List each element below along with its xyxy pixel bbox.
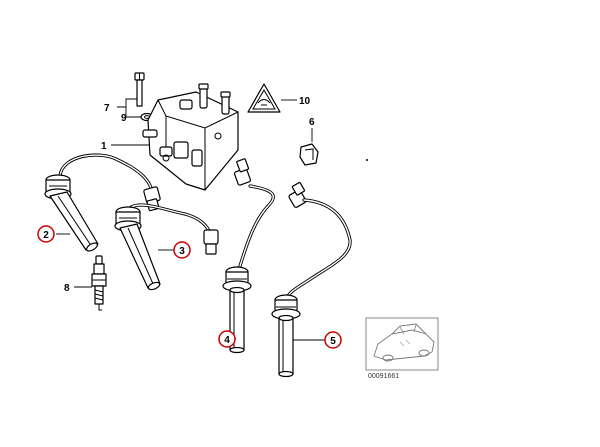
callout-8: 8 bbox=[64, 283, 70, 294]
stray-dot bbox=[366, 159, 368, 161]
leader-lines bbox=[56, 98, 325, 341]
ignition-lead-2-part bbox=[44, 153, 161, 252]
ignition-lead-5-part bbox=[271, 181, 352, 378]
clip-part bbox=[299, 143, 319, 166]
callout-7: 7 bbox=[104, 103, 110, 114]
callout-2: 2 bbox=[43, 230, 49, 241]
reference-number: 00091661 bbox=[368, 373, 399, 380]
callout-3: 3 bbox=[179, 246, 185, 257]
callout-6: 6 bbox=[309, 117, 315, 128]
vehicle-thumbnail: 00091661 bbox=[365, 317, 439, 380]
ignition-lead-3-part bbox=[114, 203, 219, 291]
callout-4-circled: 4 bbox=[218, 330, 236, 348]
callout-3-circled: 3 bbox=[173, 241, 191, 259]
callout-5-circled: 5 bbox=[324, 331, 342, 349]
car-icon bbox=[373, 323, 435, 362]
callout-1: 1 bbox=[101, 141, 107, 152]
callout-labels: 7 9 1 10 6 8 2 3 4 5 bbox=[37, 96, 342, 349]
callout-9: 9 bbox=[121, 113, 127, 124]
callout-4: 4 bbox=[224, 335, 230, 346]
warning-label-part bbox=[247, 83, 281, 113]
callout-10: 10 bbox=[299, 96, 311, 107]
spark-plug-part bbox=[91, 255, 107, 311]
ignition-lead-4-part bbox=[222, 158, 275, 354]
callout-5: 5 bbox=[330, 336, 336, 347]
ignition-coil-part bbox=[142, 83, 239, 191]
bolt-part bbox=[134, 72, 145, 107]
callout-2-circled: 2 bbox=[37, 225, 55, 243]
